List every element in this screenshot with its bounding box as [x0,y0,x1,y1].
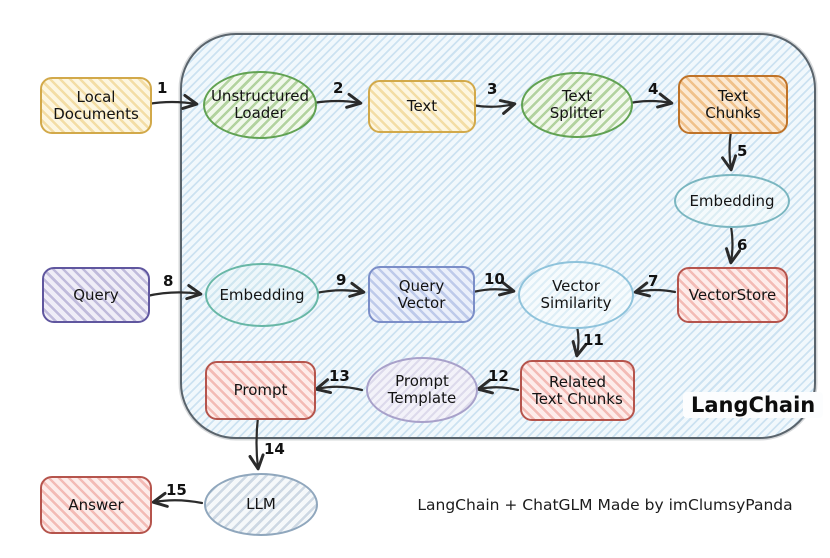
edge-label-14: 14 [264,440,285,458]
node-related-text-chunks: Related Text Chunks [520,360,635,421]
edge-label-12: 12 [488,367,509,385]
node-text-chunks-label: Text Chunks [705,86,761,122]
node-llm: LLM [204,473,318,536]
node-prompt: Prompt [205,361,316,420]
node-local-documents: Local Documents [40,77,152,134]
node-answer: Answer [40,476,152,534]
node-embedding-doc: Embedding [674,174,790,228]
node-query-label: Query [73,285,119,304]
edge-label-6: 6 [737,236,748,254]
node-query-vector-label: Query Vector [397,276,446,312]
node-local-documents-label: Local Documents [53,87,139,123]
node-vectorstore: VectorStore [677,267,788,323]
node-query: Query [42,267,150,323]
caption-text: LangChain + ChatGLM Made by imClumsyPand… [417,496,793,514]
node-text: Text [368,80,476,133]
node-prompt-label: Prompt [233,381,288,400]
node-answer-label: Answer [68,495,124,514]
node-embedding-query-label: Embedding [219,285,305,304]
node-related-text-chunks-label: Related Text Chunks [532,372,623,408]
edge-label-9: 9 [336,271,347,289]
langchain-frame-label: LangChain [683,392,824,418]
node-unstructured-loader-label: Unstructured Loader [210,87,310,122]
node-text-splitter: Text Splitter [521,72,633,138]
edge-label-13: 13 [329,367,350,385]
edge-label-5: 5 [737,142,748,160]
node-vector-similarity: Vector Similarity [518,261,634,329]
node-unstructured-loader: Unstructured Loader [203,71,317,139]
node-vectorstore-label: VectorStore [688,285,777,304]
node-vector-similarity-label: Vector Similarity [540,277,612,312]
edge-label-2: 2 [333,79,344,97]
arrow-15 [151,491,204,508]
edge-label-4: 4 [648,80,659,98]
node-text-chunks: Text Chunks [678,75,788,134]
node-llm-label: LLM [246,495,276,514]
edge-label-1: 1 [157,79,168,97]
edge-label-8: 8 [163,272,174,290]
node-text-label: Text [406,97,438,116]
node-query-vector: Query Vector [368,266,475,323]
edge-label-10: 10 [484,270,505,288]
node-text-splitter-label: Text Splitter [549,87,605,122]
edge-label-3: 3 [487,80,498,98]
edge-label-15: 15 [166,481,187,499]
edge-label-11: 11 [583,331,604,349]
node-embedding-query: Embedding [205,263,319,327]
node-prompt-template: Prompt Template [366,357,478,423]
edge-label-7: 7 [648,272,659,290]
node-embedding-doc-label: Embedding [689,191,775,210]
node-prompt-template-label: Prompt Template [387,372,457,407]
